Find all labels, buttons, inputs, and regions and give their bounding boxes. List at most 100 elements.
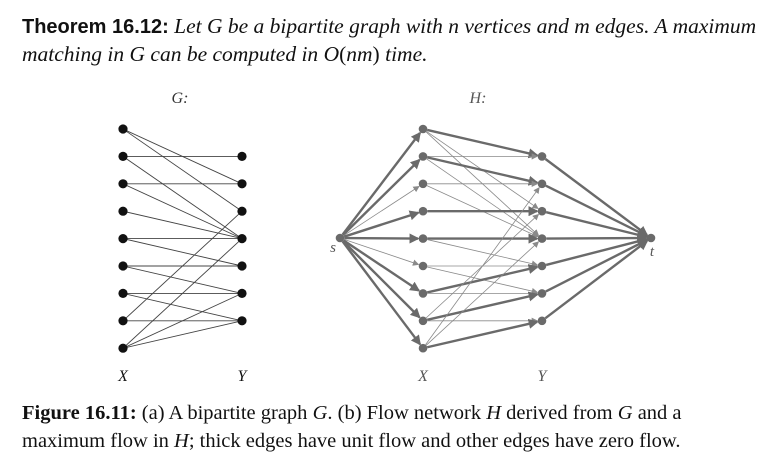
graph-g-edge [122,265,243,294]
graph-g-x-label: X [117,368,129,385]
graph-g-edges [122,128,243,349]
graph-h-sink-edge [545,239,648,293]
caption-text: ; thick edges have unit flow and other e… [188,430,681,452]
graph-g-x-vertex [118,343,128,353]
graph-h-x-vertex [418,234,428,243]
theorem-label: Theorem 16.12: [22,16,169,38]
graph-g-title: G: [172,90,189,107]
graph-g-edge [122,292,243,322]
graph-h-matching-edge [426,128,539,159]
caption-var-G: G [617,402,633,424]
graph-h-matching-edge [426,158,539,237]
graph-h-source-edge [341,131,421,236]
graph-h-matching-edge [426,318,539,349]
graph-g-x-vertex [118,124,128,134]
theorem-text: edges. A maximum matching in [22,14,757,66]
graph-h-x-vertex [418,343,428,353]
caption-var-H: H [174,430,189,452]
theorem-text: can be computed in [150,42,319,66]
graph-h-y-vertex [537,289,547,298]
graph-g-y-label: Y [238,368,249,385]
graph-g-edge [122,238,243,349]
graph-g-edge [122,292,243,349]
graph-h-source-vertex [335,233,345,243]
graph-h-y-vertex [537,261,547,271]
theorem-var-G: G [206,14,223,38]
graph-g-y-vertex [237,151,247,161]
graph-h-y-vertex [537,152,547,161]
theorem-text: Let [174,14,202,38]
graph-h-source-label: s [330,240,336,256]
graph-g-edge [122,156,243,239]
graph-h-x-vertex [418,179,428,189]
graph-h-source-edge [343,210,420,238]
graph-h-sink-edge [545,236,648,267]
theorem-body: Let G be a bipartite graph with n vertic… [22,14,756,66]
theorem-text: time. [385,42,428,66]
graph-g-edge [122,320,243,349]
graph-h-source-edge [343,238,420,266]
graph-g-x-vertex [118,206,128,216]
graph-h-x-vertex [418,124,428,134]
graph-h-y-vertex [537,206,547,216]
graph-g-x-vertex [118,288,128,298]
graph-h-sink-vertex [646,233,656,243]
graph-h-source-edge [344,233,420,244]
theorem-var-n: n [448,14,459,38]
graph-h-sink-edge [545,184,648,237]
caption-text: . (b) Flow network [327,402,482,424]
graph-h-sink-edge [544,158,649,237]
graph-h-source-edge [341,240,422,346]
graph-h-x-vertex [418,152,428,161]
theorem-var-nm: nm [346,42,373,66]
theorem-bigO: O [323,42,340,66]
theorem-statement: Theorem 16.12: Let G be a bipartite grap… [22,13,757,68]
theorem-var-m: m [574,14,590,38]
graph-g-y-vertex [237,179,247,189]
graph-g-x-vertex [118,316,128,326]
theorem-paren: ) [372,42,380,66]
graph-g-edge [122,210,243,240]
graph-g-y-vertex [237,206,247,216]
graph-h-sink-edge [545,211,648,240]
graph-h-x-vertex [418,261,428,271]
graph-h-y-vertex [537,234,547,243]
caption-label: Figure 16.11: [22,402,137,424]
graph-h-sink-edge [544,240,649,320]
caption-text: and a maximum flow in [22,402,682,452]
graph-g-vertices [118,124,247,353]
graph-g-y-vertex [237,261,247,271]
figure-caption: Figure 16.11: (a) A bipartite graph G. (… [22,399,757,455]
graph-h-y-vertex [537,179,547,189]
theorem-text: vertices and [464,14,569,38]
graph-h-matching-edge [427,239,539,267]
graph-h-source-edge [342,240,421,319]
graph-h-x-vertex [418,316,428,326]
graph-h-matching-edge [426,264,539,294]
caption-var-H: H [486,402,502,424]
caption-text: derived from [506,402,613,424]
graph-h-x-vertex [418,289,428,298]
graph-g-x-vertex [118,179,128,189]
caption-var-G: G [312,402,328,424]
graph-h-y-label: Y [538,368,549,385]
graph-g-edge [122,210,243,322]
graph-h-edges [341,128,649,349]
graph-h-matching-edge [426,291,539,322]
graph-h-source-edge [342,158,421,236]
graph-h: H: s t X Y [330,90,656,385]
graph-g-edge [122,238,243,267]
graph-g: G: X Y [117,90,248,385]
graph-g-edge [122,128,243,212]
graph-g-edge [122,183,243,240]
graph-h-x-vertex [418,206,428,216]
graph-g-y-vertex [237,288,247,298]
graph-h-x-label: X [417,368,429,385]
graph-h-source-edge [342,239,421,292]
graph-g-y-vertex [237,234,247,244]
graph-h-vertices [335,124,656,353]
graph-h-title: H: [469,90,487,107]
graph-h-source-edge [343,185,420,236]
graph-g-x-vertex [118,261,128,271]
